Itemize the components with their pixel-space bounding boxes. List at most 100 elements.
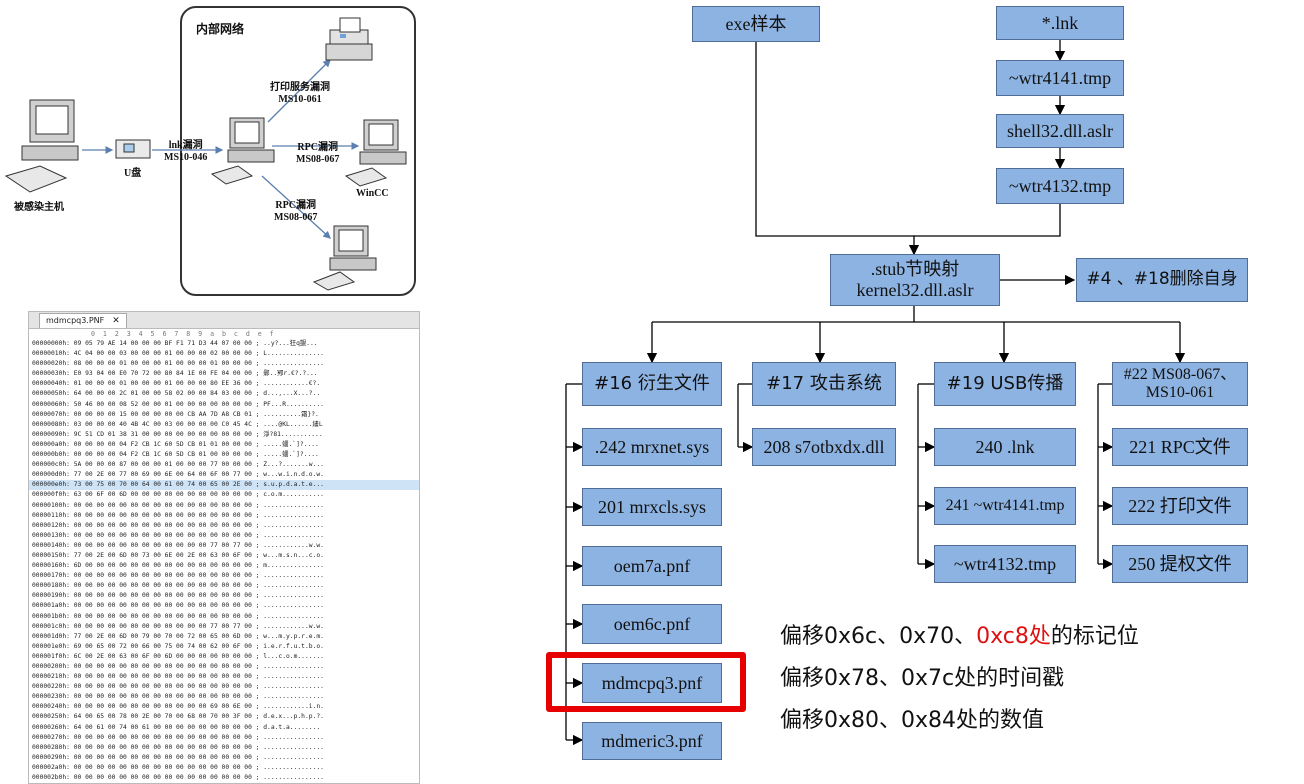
internal-network-title: 内部网络 [196,22,245,36]
hex-row: 00000140h: 00 00 00 00 00 00 00 00 00 00… [32,541,324,549]
hex-row: 00000030h: E0 93 04 00 E0 70 72 00 80 84… [32,370,318,378]
stub-line-2: kernel32.dll.aslr [856,280,974,300]
printer-icon [325,17,373,61]
hex-row: 00000010h: 4C 04 00 00 03 00 00 00 01 00… [32,350,324,358]
c22-line-1: #22 MS08-067、 [1123,365,1237,383]
print-file-box: 222 打印文件 [1112,487,1248,525]
wincc-label: WinCC [356,188,389,199]
hex-row: 000000b0h: 00 00 00 00 04 F2 CB 1C 60 5D… [32,451,319,459]
stub-line-1: .stub节映射 [870,259,960,280]
hex-row: 00000050h: 64 00 00 00 2C 01 00 00 58 02… [32,390,321,398]
hex-editor: mdmcpq3.PNF ✕ 0 1 2 3 4 5 6 7 8 9 a b c d… [28,311,420,784]
network-diagram [4,17,407,291]
infected-host-label: 被感染主机 [14,202,64,213]
c22-line-2: MS10-061 [1145,384,1215,401]
delete-self-box: #4 、#18删除自身 [1076,258,1248,302]
oem7a-pnf-box: oem7a.pnf [582,546,722,586]
hex-row: 00000020h: 08 00 00 00 01 00 00 00 01 00… [32,360,324,368]
c22-exploit-box: #22 MS08-067、 MS10-061 [1112,362,1248,406]
lower-computer-icon [312,225,377,291]
hex-row: 00000200h: 00 00 00 00 00 00 00 00 00 00… [32,663,324,670]
hex-row: 000000c0h: 5A 00 00 00 87 00 00 00 01 00… [32,461,324,469]
shell32-aslr-box: shell32.dll.aslr [996,114,1124,148]
usb-drive-icon [115,139,151,159]
hex-row: 00000260h: 64 00 61 00 74 00 61 00 00 00… [32,723,321,731]
wincc-computer-icon [344,119,407,187]
hex-row: 000001c0h: 00 00 00 00 00 00 00 00 00 00… [32,622,324,630]
privilege-file-box: 250 提权文件 [1112,545,1248,583]
hex-row: 00000060h: 50 46 00 00 08 52 00 00 01 00… [32,400,324,408]
hex-row: 00000040h: 01 00 00 00 01 00 00 00 01 00… [32,380,321,388]
hex-tab-bar: mdmcpq3.PNF ✕ [29,312,419,329]
hex-row: 000000d0h: 77 00 2E 00 77 00 69 00 6E 00… [32,471,324,479]
hex-row: 00000080h: 03 00 00 00 40 4B 4C 00 03 00… [32,420,323,428]
hex-row: 00000090h: 9C 51 CD 01 38 31 00 00 00 00… [32,430,323,438]
hex-row: 00000000h: 09 05 79 AE 14 00 00 00 BF F1… [32,340,318,347]
hex-row: 00000110h: 00 00 00 00 00 00 00 00 00 00… [32,511,324,519]
mdmeric3-pnf-box: mdmeric3.pnf [582,722,722,760]
hex-row: 00000240h: 00 00 00 00 00 00 00 00 00 00… [32,703,324,711]
hex-row: 000001e0h: 69 00 65 00 72 00 66 00 75 00… [32,642,324,650]
exe-sample-box: exe样本 [692,6,820,42]
c19-usb-spread-box: #19 USB传播 [934,362,1076,406]
hex-row: 000002b0h: 00 00 00 00 00 00 00 00 00 00… [32,774,324,782]
hex-row: 00000170h: 00 00 00 00 00 00 00 00 00 00… [32,572,324,580]
hex-file-tab[interactable]: mdmcpq3.PNF ✕ [39,313,127,328]
c17-attack-system-box: #17 攻击系统 [752,362,896,406]
note-line-2: 偏移0x78、0x7c处的时间戳 [780,666,1065,691]
hex-row: 00000230h: 00 00 00 00 00 00 00 00 00 00… [32,693,324,701]
oem6c-pnf-box: oem6c.pnf [582,604,722,644]
s7otbxdx-dll-box: 208 s7otbxdx.dll [752,428,896,466]
hex-row: 00000220h: 00 00 00 00 00 00 00 00 00 00… [32,683,324,691]
hex-row: 000001b0h: 00 00 00 00 00 00 00 00 00 00… [32,612,324,620]
hex-row: 000000e0h: 73 00 75 00 70 00 64 00 61 00… [29,480,419,491]
hex-row: 00000210h: 00 00 00 00 00 00 00 00 00 00… [32,673,324,681]
wtr4141-tmp-box: ~wtr4141.tmp [996,60,1124,96]
hex-row: 00000150h: 77 00 2E 00 6D 00 73 00 6E 00… [32,551,324,559]
mdmcpq3-highlight-frame [546,652,746,712]
wtr4132-box: ~wtr4132.tmp [934,545,1076,583]
hex-row: 000002a0h: 00 00 00 00 00 00 00 00 00 00… [32,763,324,771]
hex-row: 00000160h: 6D 00 00 00 00 00 00 00 00 00… [32,562,324,570]
c16-derived-files-box: #16 衍生文件 [582,362,722,406]
wtr4132-tmp-box: ~wtr4132.tmp [996,168,1124,204]
infected-host-computer-icon [4,99,79,193]
mdmcpq3-pnf-box: mdmcpq3.pnf [582,663,722,703]
center-computer-icon [210,117,275,185]
hex-row: 00000250h: 64 00 65 00 78 00 2E 00 70 00… [32,713,324,721]
hex-row: 00000270h: 00 00 00 00 00 00 00 00 00 00… [32,733,324,741]
wtr4141-241-box: 241 ~wtr4141.tmp [934,487,1076,525]
usb-label: U盘 [124,168,142,179]
lnk-box: *.lnk [996,6,1124,40]
hex-row: 000001a0h: 00 00 00 00 00 00 00 00 00 00… [32,602,324,610]
hex-tab-title: mdmcpq3.PNF [46,316,105,325]
hex-rows: 00000000h: 09 05 79 AE 14 00 00 00 BF F1… [29,339,419,783]
hex-row: 00000070h: 00 00 00 00 15 00 00 00 00 00… [32,410,319,418]
hex-row: 00000280h: 00 00 00 00 00 00 00 00 00 00… [32,743,324,751]
note-line-1: 偏移0x6c、0x70、0xc8处的标记位 [780,624,1139,649]
internal-network-frame [180,6,416,296]
hex-row: 00000100h: 00 00 00 00 00 00 00 00 00 00… [32,501,324,509]
stub-section-box: .stub节映射 kernel32.dll.aslr [830,254,1000,306]
hex-row: 000001d0h: 77 00 2E 00 6D 00 79 00 70 00… [32,632,324,640]
rpc-file-box: 221 RPC文件 [1112,428,1248,466]
hex-row: 00000190h: 00 00 00 00 00 00 00 00 00 00… [32,592,324,600]
hex-row: 00000180h: 00 00 00 00 00 00 00 00 00 00… [32,582,324,590]
hex-column-ruler: 0 1 2 3 4 5 6 7 8 9 a b c d e f [91,330,274,338]
hex-row: 00000290h: 00 00 00 00 00 00 00 00 00 00… [32,753,324,761]
hex-row: 00000120h: 00 00 00 00 00 00 00 00 00 00… [32,521,324,529]
note-line-3: 偏移0x80、0x84处的数值 [780,708,1045,733]
mrxcls-sys-box: 201 mrxcls.sys [582,488,722,526]
lnk-240-box: 240 .lnk [934,428,1076,466]
hex-row: 000000f0h: 63 00 6F 00 6D 00 00 00 00 00… [32,491,324,499]
hex-row: 000001f0h: 6C 00 2E 00 63 00 6F 00 6D 00… [32,652,324,660]
mrxnet-sys-box: .242 mrxnet.sys [582,428,722,466]
hex-row: 00000130h: 00 00 00 00 00 00 00 00 00 00… [32,531,324,539]
close-icon[interactable]: ✕ [112,316,120,326]
hex-row: 000000a0h: 00 00 00 00 04 F2 CB 1C 60 5D… [32,440,319,448]
